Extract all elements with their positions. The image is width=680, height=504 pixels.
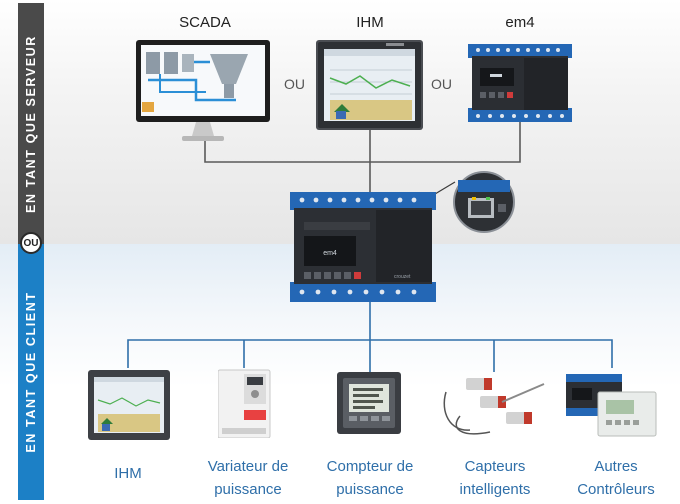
smart-sensors-icon [443,378,545,435]
server-band: EN TANT QUE SERVEUR [18,3,44,244]
label-other-controllers-line1: Autres [594,458,638,475]
label-smart-sensors: Capteurs intelligents [440,455,550,501]
label-smart-sensors-line1: Capteurs [464,458,526,475]
label-scada: SCADA [179,14,231,31]
or-label-1: OU [284,76,305,92]
ethernet-port-zoom-icon [453,171,515,233]
label-em4-server: em4 [505,14,535,31]
power-meter-icon [337,372,401,434]
label-power-meter-line2: puissance [336,481,404,498]
client-hmi-icon [88,370,170,440]
label-power-drive-line1: Variateur de [207,458,289,475]
central-controller-icon: em4 crouzet [290,192,436,302]
scada-monitor-icon [136,40,270,141]
other-controllers-icon [566,374,657,437]
or-badge: OU [20,232,42,254]
controller-brand-text: crouzet [394,274,411,280]
hmi-panel-icon [316,40,423,130]
label-power-meter: Compteur de puissance [310,455,430,501]
label-client-ihm: IHM [88,462,168,485]
client-band: EN TANT QUE CLIENT [18,244,44,500]
controller-screen-text: em4 [323,250,337,257]
em4-controller-icon [468,44,572,122]
label-ihm-server: IHM [356,14,384,31]
label-power-drive: Variateur de puissance [190,455,306,501]
label-power-drive-line2: puissance [214,481,282,498]
label-power-meter-line1: Compteur de [326,458,414,475]
power-drive-icon [218,369,271,438]
server-bus-line [204,122,521,163]
or-label-2: OU [431,76,452,92]
label-client-ihm-line1: IHM [114,465,142,482]
label-other-controllers: Autres Contrôleurs [562,455,670,501]
label-smart-sensors-line2: intelligents [459,481,531,498]
label-other-controllers-line2: Contrôleurs [577,481,655,498]
